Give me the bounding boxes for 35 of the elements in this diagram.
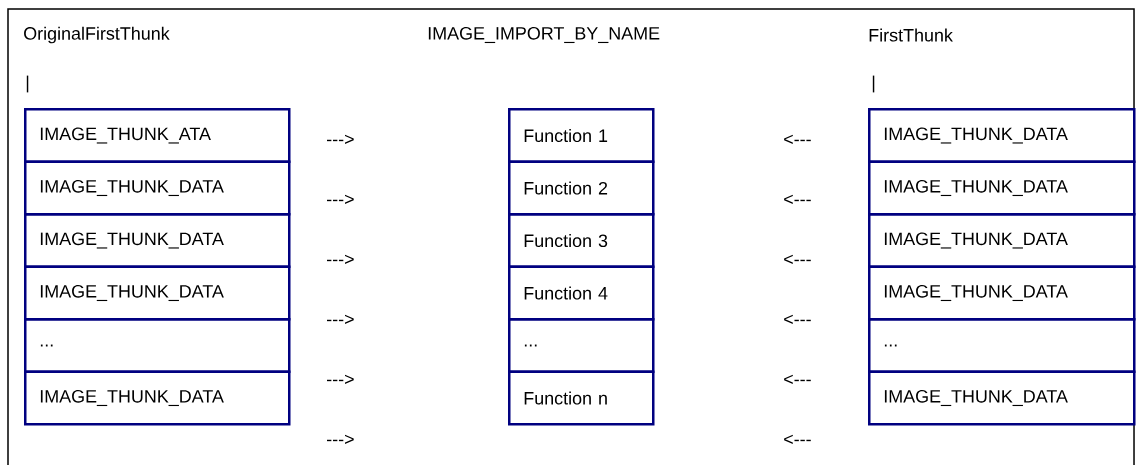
table-cell: ... [24, 318, 291, 373]
column-heading: FirstThunk [869, 28, 953, 42]
ascii-arrow-text: <--- [784, 374, 811, 384]
table-cell: IMAGE_THUNK_DATA [868, 108, 1136, 163]
table-cell: IMAGE_THUNK_DATA [24, 160, 291, 216]
column-heading: IMAGE_IMPORT_BY_NAME [428, 26, 660, 44]
table-cell: ... [508, 318, 655, 373]
table-cell: IMAGE_THUNK_DATA [24, 213, 291, 268]
ascii-arrow-text: <--- [784, 434, 811, 444]
ascii-arrow-text: ---> [327, 314, 354, 324]
table-cell: ... [868, 318, 1136, 373]
table-cell: IMAGE_THUNK_DATA [868, 265, 1136, 321]
ascii-arrow-text: ---> [327, 254, 354, 264]
ascii-arrow-text: ---> [327, 194, 354, 204]
table-cell: IMAGE_THUNK_DATA [24, 265, 291, 321]
ascii-arrow-text: <--- [784, 314, 811, 324]
table-cell: Function 4 [508, 265, 655, 321]
ascii-arrow-text: ---> [327, 434, 354, 444]
ascii-arrow-text: ---> [327, 134, 354, 144]
table-cell: IMAGE_THUNK_DATA [868, 370, 1136, 426]
table-cell: Function 2 [508, 160, 655, 216]
table-cell: Function n [508, 370, 655, 426]
table-cell: IMAGE_THUNK_DATA [24, 370, 291, 426]
pipe-text: | [872, 75, 875, 93]
ascii-arrow-text: <--- [784, 134, 811, 144]
ascii-arrow-text: <--- [784, 254, 811, 264]
column-heading: OriginalFirstThunk [24, 26, 170, 44]
table-cell: Function 3 [508, 213, 655, 268]
pipe-text: | [26, 75, 29, 93]
table-cell: IMAGE_THUNK_DATA [868, 160, 1136, 216]
table-cell: Function 1 [508, 108, 655, 163]
table-cell: IMAGE_THUNK_DATA [868, 213, 1136, 268]
ascii-arrow-text: ---> [327, 374, 354, 384]
ascii-arrow-text: <--- [784, 194, 811, 204]
table-cell: IMAGE_THUNK_ATA [24, 108, 291, 163]
